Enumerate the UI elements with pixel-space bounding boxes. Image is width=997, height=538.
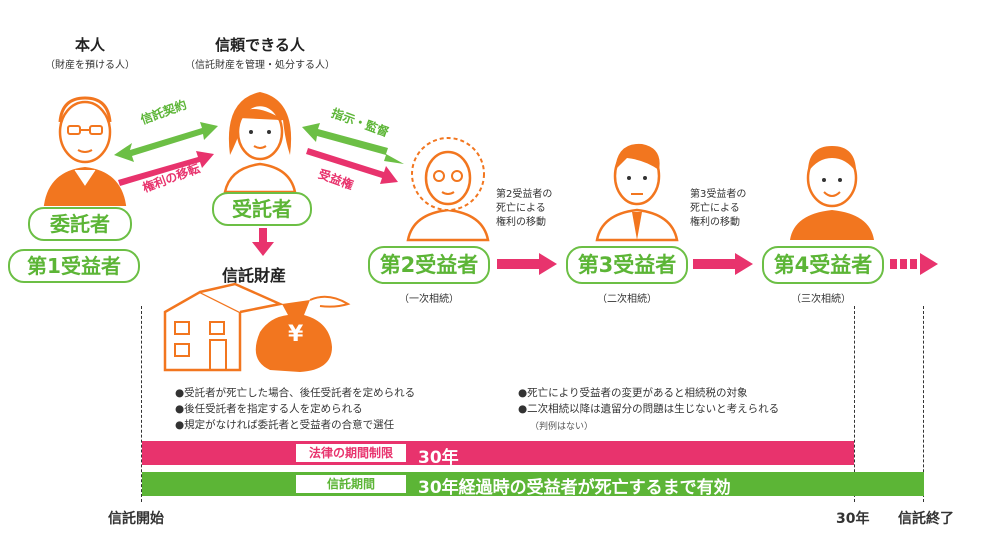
trust-property-title: 信託財産: [222, 266, 287, 285]
second-beneficiary-illustration: [406, 137, 490, 242]
transfer-note-1-line2: 死亡による: [496, 203, 546, 214]
trustee-subtitle: （信託財産を管理・処分する人）: [185, 60, 335, 71]
third-beneficiary-inheritance: （二次相続）: [597, 294, 657, 305]
notes-left: ●受託者が死亡した場合、後任受託者を定められる ●後任受託者を指定する人を定めら…: [175, 385, 415, 433]
instruction-arrow-icon: [302, 123, 404, 164]
start-marker-line: [141, 306, 142, 502]
transfer-note-2-line2: 死亡による: [690, 203, 740, 214]
note-left-2: ●後任受託者を指定する人を定められる: [175, 403, 363, 415]
trust-period-label: 信託期間: [296, 475, 406, 493]
note-right-small: （判例はない）: [530, 422, 594, 432]
transfer-arrow-2-icon: [693, 253, 753, 275]
trustee-illustration: [223, 92, 297, 194]
principal-illustration: [43, 96, 127, 206]
trust-period-bar: [142, 472, 924, 496]
principal-subtitle: （財産を預ける人）: [45, 60, 135, 71]
transfer-note-1: 第2受益者の 死亡による 権利の移動: [496, 188, 552, 230]
note-left-1: ●受託者が死亡した場合、後任受託者を定められる: [175, 387, 416, 399]
transfer-note-1-line1: 第2受益者の: [496, 189, 553, 200]
legal-limit-value: 30年: [418, 448, 459, 468]
yen-symbol: ¥: [288, 322, 304, 347]
second-beneficiary-inheritance: （一次相続）: [399, 294, 459, 305]
first-beneficiary-badge: 第1受益者: [8, 249, 140, 283]
third-beneficiary-badge: 第3受益者: [566, 246, 688, 284]
transfer-note-2-line1: 第3受益者の: [690, 189, 747, 200]
continuation-arrow-icon: [890, 253, 938, 275]
contract-arrows: [114, 122, 218, 186]
trustee-badge: 受託者: [212, 192, 312, 226]
principal-title: 本人: [74, 36, 105, 54]
trustee-title: 信頼できる人: [215, 36, 305, 54]
transfer-note-2: 第3受益者の 死亡による 権利の移動: [690, 188, 746, 230]
settlor-badge: 委託者: [28, 207, 132, 241]
transfer-arrow-1-icon: [497, 253, 557, 275]
benefit-arrows: [302, 123, 404, 184]
trust-property-illustration: [163, 282, 351, 372]
trust-period-value: 30年経過時の受益者が死亡するまで有効: [418, 478, 731, 498]
trust-start-label: 信託開始: [108, 511, 164, 527]
note-left-3: ●規定がなければ委託者と受益者の合意で選任: [175, 419, 395, 431]
end-marker-line: [923, 306, 924, 502]
transfer-note-2-line3: 権利の移動: [690, 217, 740, 228]
legal-limit-label: 法律の期間制限: [296, 444, 406, 462]
transfer-arrow-icon: [118, 151, 214, 186]
second-beneficiary-badge: 第2受益者: [368, 246, 490, 284]
transfer-note-1-line3: 権利の移動: [496, 217, 546, 228]
fourth-beneficiary-illustration: [790, 146, 874, 240]
trust-contract-arrow-icon: [114, 122, 218, 162]
notes-right: ●死亡により受益者の変更があると相続税の対象 ●二次相続以降は遺留分の問題は生じ…: [518, 385, 779, 417]
trust-end-label: 信託終了: [898, 511, 954, 527]
beneficial-right-arrow-icon: [306, 148, 398, 184]
note-right-2: ●二次相続以降は遺留分の問題は生じないと考えられる: [518, 403, 780, 415]
fourth-beneficiary-badge: 第4受益者: [762, 246, 884, 284]
legal-limit-bar: [142, 441, 854, 465]
year30-marker-line: [854, 306, 855, 502]
third-beneficiary-illustration: [595, 143, 679, 242]
note-right-1: ●死亡により受益者の変更があると相続税の対象: [518, 387, 748, 399]
fourth-beneficiary-inheritance: （三次相続）: [791, 294, 851, 305]
down-arrow-icon: [252, 228, 274, 256]
year30-label: 30年: [836, 511, 870, 527]
